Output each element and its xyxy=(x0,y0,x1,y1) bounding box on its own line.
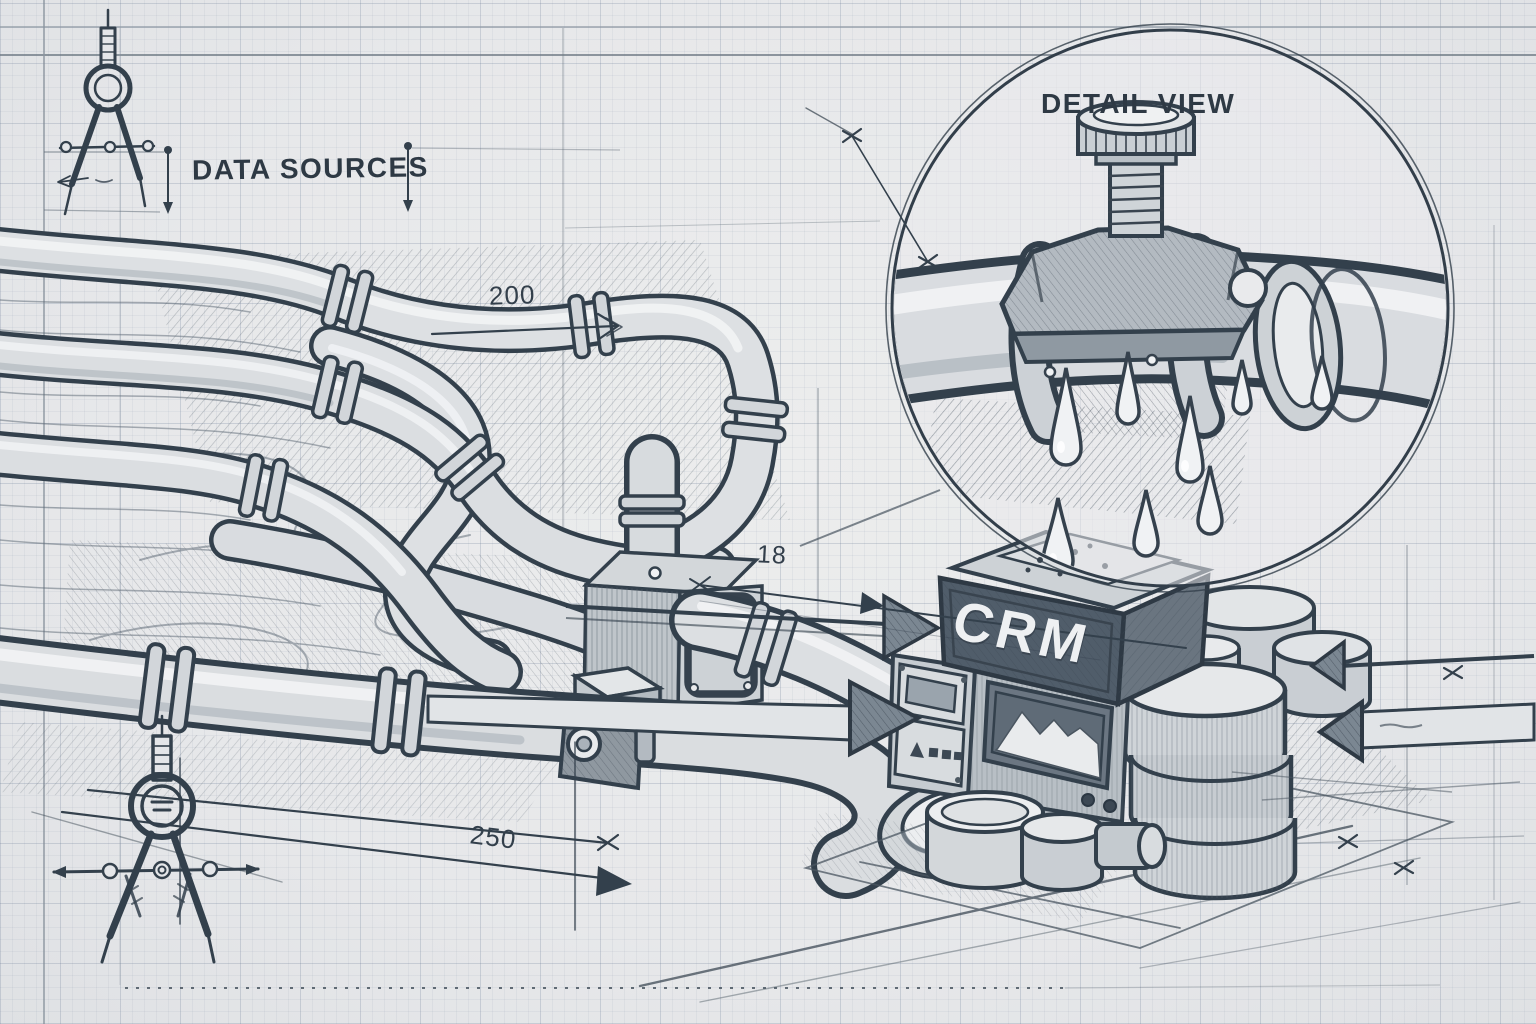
front-cylinders xyxy=(925,790,1167,892)
leak-clamp-icon xyxy=(999,100,1268,445)
detail-view-bubble xyxy=(799,23,1455,593)
leak-drips-icon xyxy=(1041,351,1334,579)
flow-arrow-left-lower-icon xyxy=(1231,698,1536,801)
dim-200-line xyxy=(430,107,939,341)
dim-18-label: 18 xyxy=(756,540,788,570)
indicator-icons xyxy=(910,742,963,761)
data-sources-label: DATA SOURCES xyxy=(191,151,430,186)
pipe-couplings xyxy=(237,263,790,523)
detail-view-label: DETAIL VIEW xyxy=(1041,88,1236,119)
pipe-bundle xyxy=(0,227,790,695)
drafting-compass-large-icon xyxy=(31,714,283,964)
drafting-compass-small-icon xyxy=(58,8,156,216)
flow-arrow-right-lower-icon xyxy=(426,678,923,758)
dim-200-label: 200 xyxy=(488,279,536,311)
scribble-note xyxy=(1379,723,1423,729)
leader-arrow-small xyxy=(57,175,113,188)
dim-18-line xyxy=(689,576,1187,661)
dim-250-label: 250 xyxy=(468,819,519,855)
flow-arrows xyxy=(426,592,1536,801)
screen-mountain-chart xyxy=(994,710,1101,779)
flow-arrow-left-upper-icon xyxy=(1309,638,1535,692)
